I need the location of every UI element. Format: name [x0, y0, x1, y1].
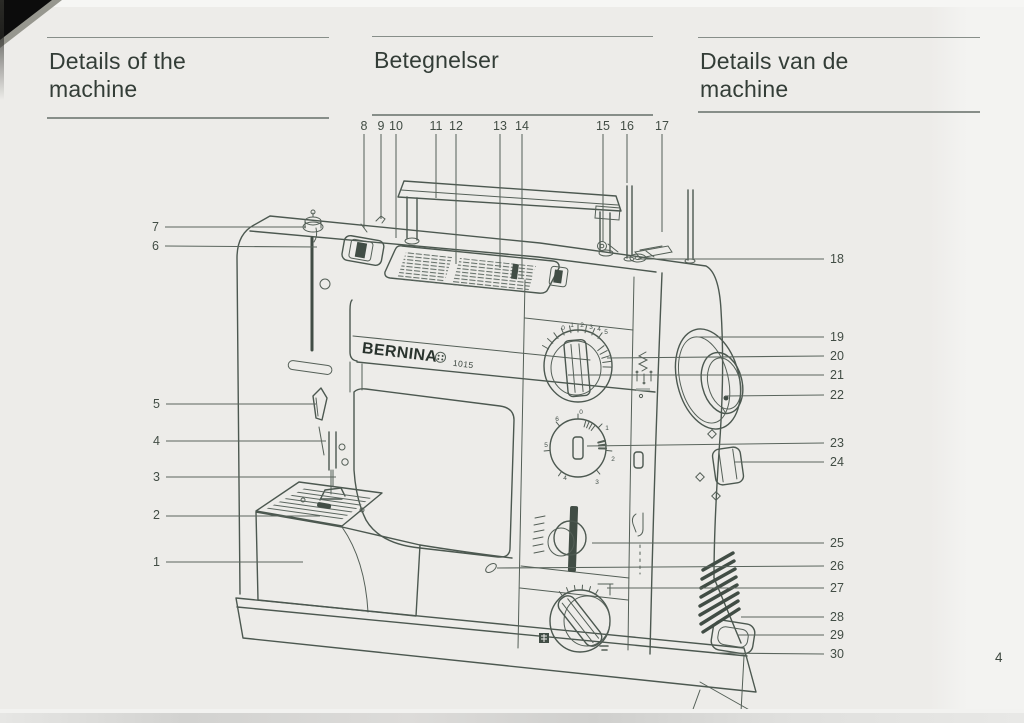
- callout-22: 22: [830, 388, 844, 402]
- heading-danish: Betegnelser: [372, 36, 653, 74]
- callout-24: 24: [830, 455, 844, 469]
- length-scale-4: 4: [563, 475, 567, 482]
- pattern-selector-dial: [539, 584, 611, 653]
- spool-pins: [623, 185, 696, 264]
- heading-english: Details of the machine: [47, 37, 329, 103]
- heading-nl-line1: Details van de: [700, 48, 849, 74]
- heading-en-line1: Details of the: [49, 48, 187, 74]
- callout-15: 15: [596, 119, 610, 133]
- chart-slider: [548, 265, 569, 288]
- width-scale-5: 5: [604, 329, 608, 336]
- heading-dutch-rule: [698, 111, 980, 113]
- callout-27: 27: [830, 581, 844, 595]
- thread-guide-slot: [287, 227, 333, 375]
- callout-11: 11: [430, 119, 443, 133]
- stitch-width-knob: [563, 338, 591, 398]
- callout-4: 4: [153, 434, 160, 448]
- side-knob: [711, 446, 745, 486]
- machine-base: [235, 597, 757, 713]
- callout-2: 2: [153, 508, 160, 522]
- heading-da-line1: Betegnelser: [374, 47, 499, 73]
- callout-21: 21: [830, 368, 844, 382]
- needle-plate: [255, 481, 383, 527]
- clutch-knob: [700, 351, 744, 415]
- heading-nl-line2: machine: [700, 76, 789, 102]
- callout-14: 14: [515, 119, 529, 133]
- heading-danish-text: Betegnelser: [374, 46, 653, 74]
- callout-9: 9: [378, 119, 385, 133]
- heading-dutch: Details van de machine: [698, 37, 980, 103]
- leader-lines: [164, 134, 825, 655]
- length-scale-5: 5: [544, 442, 548, 449]
- width-scale-2: 2: [580, 322, 584, 329]
- callout-28: 28: [830, 610, 844, 624]
- width-scale-4: 4: [597, 326, 601, 333]
- length-scale-1: 1: [605, 425, 609, 432]
- carrying-handle: [397, 180, 622, 257]
- callout-25: 25: [830, 536, 844, 550]
- cover-screw: [485, 563, 497, 573]
- stitch-length-dial: 0 1 2 3 4 5 6: [543, 409, 615, 486]
- callout-30: 30: [830, 647, 844, 661]
- heading-english-text: Details of the machine: [49, 47, 329, 103]
- callout-3: 3: [153, 470, 160, 484]
- heading-english-rule: [47, 117, 329, 119]
- buttonhole-slot: [633, 451, 644, 469]
- callout-26: 26: [830, 559, 844, 573]
- callout-20: 20: [830, 349, 844, 363]
- control-panel: 0 1 2 3 4 5: [485, 279, 653, 653]
- callout-12: 12: [449, 119, 463, 133]
- model-text: 1015: [452, 358, 474, 370]
- tension-dial-window: [341, 234, 385, 267]
- scan-bottom-edge: [0, 713, 1024, 723]
- page-edge-highlight: [930, 0, 1024, 723]
- free-arm-cover: [255, 511, 513, 617]
- page-number: 4: [995, 650, 1003, 665]
- callout-numbers: 1 2 3 4 5 6 7 8 9 10 11 12 13 14 15 16 1…: [152, 119, 844, 661]
- callout-6: 6: [152, 239, 159, 253]
- bobbin-winder: [597, 241, 655, 263]
- callout-13: 13: [493, 119, 507, 133]
- needle-head-parts: [312, 387, 349, 501]
- front-panel: BERNINA 1015: [349, 299, 656, 393]
- pattern-dial-handle: [557, 595, 603, 647]
- callout-7: 7: [152, 220, 159, 234]
- handwheel: [674, 328, 744, 430]
- scan-left-edge: [0, 0, 4, 100]
- length-scale-3: 3: [595, 479, 599, 486]
- width-scale-3: 3: [589, 324, 593, 331]
- callout-16: 16: [620, 119, 634, 133]
- callout-5: 5: [153, 397, 160, 411]
- callout-18: 18: [830, 252, 844, 266]
- decorative-diamonds: [695, 429, 721, 501]
- scan-top-edge: [0, 0, 1024, 7]
- heading-en-line2: machine: [49, 76, 138, 102]
- callout-19: 19: [830, 330, 844, 344]
- brand-label: BERNINA 1015: [361, 340, 474, 370]
- needle-position-knob: [532, 505, 587, 573]
- heading-dutch-text: Details van de machine: [700, 47, 980, 103]
- stitch-width-dial: 0 1 2 3 4 5: [541, 322, 613, 403]
- callout-17: 17: [655, 119, 669, 133]
- callout-8: 8: [361, 119, 368, 133]
- width-scale-1: 1: [570, 322, 574, 329]
- callout-29: 29: [830, 628, 844, 642]
- heading-danish-rule: [372, 114, 653, 116]
- scan-bottom-gap: [0, 709, 1024, 713]
- callout-23: 23: [830, 436, 844, 450]
- callout-10: 10: [389, 119, 403, 133]
- width-scale-0: 0: [561, 325, 565, 332]
- length-scale-6: 6: [555, 416, 559, 423]
- length-scale-0: 0: [579, 409, 583, 416]
- callout-1: 1: [153, 555, 160, 569]
- length-scale-2: 2: [611, 456, 615, 463]
- stitch-chart-panel: [384, 245, 569, 294]
- base-hand-grip: [710, 619, 756, 655]
